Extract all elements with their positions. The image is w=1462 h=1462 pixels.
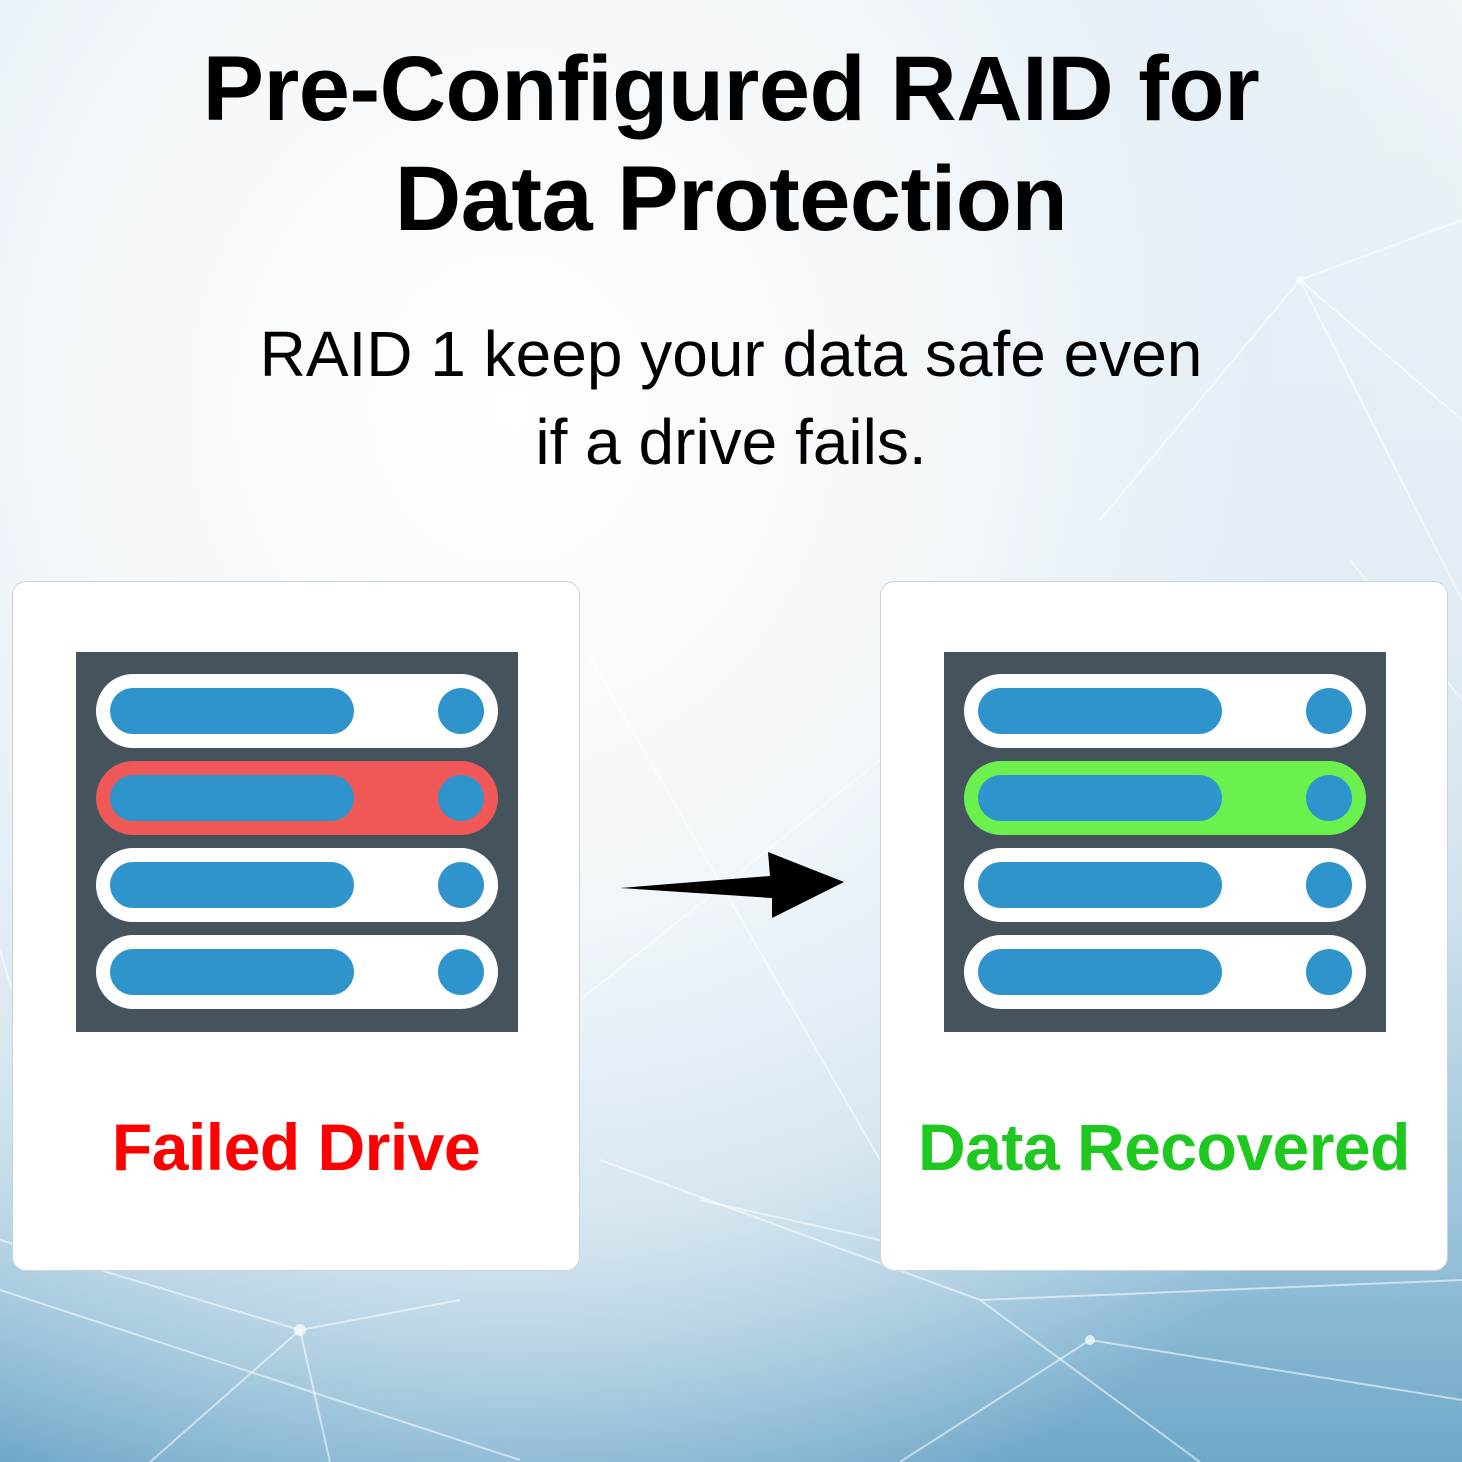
failed-drive-label: Failed Drive bbox=[111, 1110, 481, 1184]
subtitle-line-1: RAID 1 keep your data safe even bbox=[259, 318, 1203, 390]
drive-bar bbox=[110, 688, 354, 734]
drive-slot-failed bbox=[96, 761, 498, 835]
drive-led-icon bbox=[438, 688, 484, 734]
drive-led-icon bbox=[438, 775, 484, 821]
drive-slot bbox=[96, 935, 498, 1009]
drive-bar bbox=[978, 688, 1222, 734]
arrow-right-icon bbox=[620, 852, 844, 918]
drive-led-icon bbox=[438, 862, 484, 908]
subtitle-line-2: if a drive fails. bbox=[535, 406, 927, 478]
data-recovered-panel: Data Recovered bbox=[880, 581, 1448, 1271]
drive-slot bbox=[96, 674, 498, 748]
drive-bar bbox=[978, 775, 1222, 821]
title-line-2: Data Protection bbox=[394, 148, 1068, 250]
drive-led-icon bbox=[1306, 862, 1352, 908]
page-title: Pre-Configured RAID for Data Protection bbox=[0, 34, 1462, 254]
drive-slot bbox=[964, 848, 1366, 922]
drive-bar bbox=[110, 775, 354, 821]
drive-led-icon bbox=[1306, 688, 1352, 734]
drive-slot bbox=[964, 935, 1366, 1009]
server-rack-icon bbox=[944, 652, 1386, 1032]
drive-led-icon bbox=[1306, 949, 1352, 995]
drive-bar bbox=[978, 862, 1222, 908]
drive-led-icon bbox=[438, 949, 484, 995]
drive-bar bbox=[978, 949, 1222, 995]
page-subtitle: RAID 1 keep your data safe even if a dri… bbox=[0, 310, 1462, 486]
drive-bar bbox=[110, 949, 354, 995]
drive-slot bbox=[964, 674, 1366, 748]
drive-led-icon bbox=[1306, 775, 1352, 821]
drive-bar bbox=[110, 862, 354, 908]
title-line-1: Pre-Configured RAID for bbox=[202, 38, 1260, 140]
data-recovered-label: Data Recovered bbox=[918, 1110, 1410, 1184]
server-rack-icon bbox=[76, 652, 518, 1032]
failed-drive-panel: Failed Drive bbox=[12, 581, 580, 1271]
drive-slot bbox=[96, 848, 498, 922]
drive-slot-recovered bbox=[964, 761, 1366, 835]
